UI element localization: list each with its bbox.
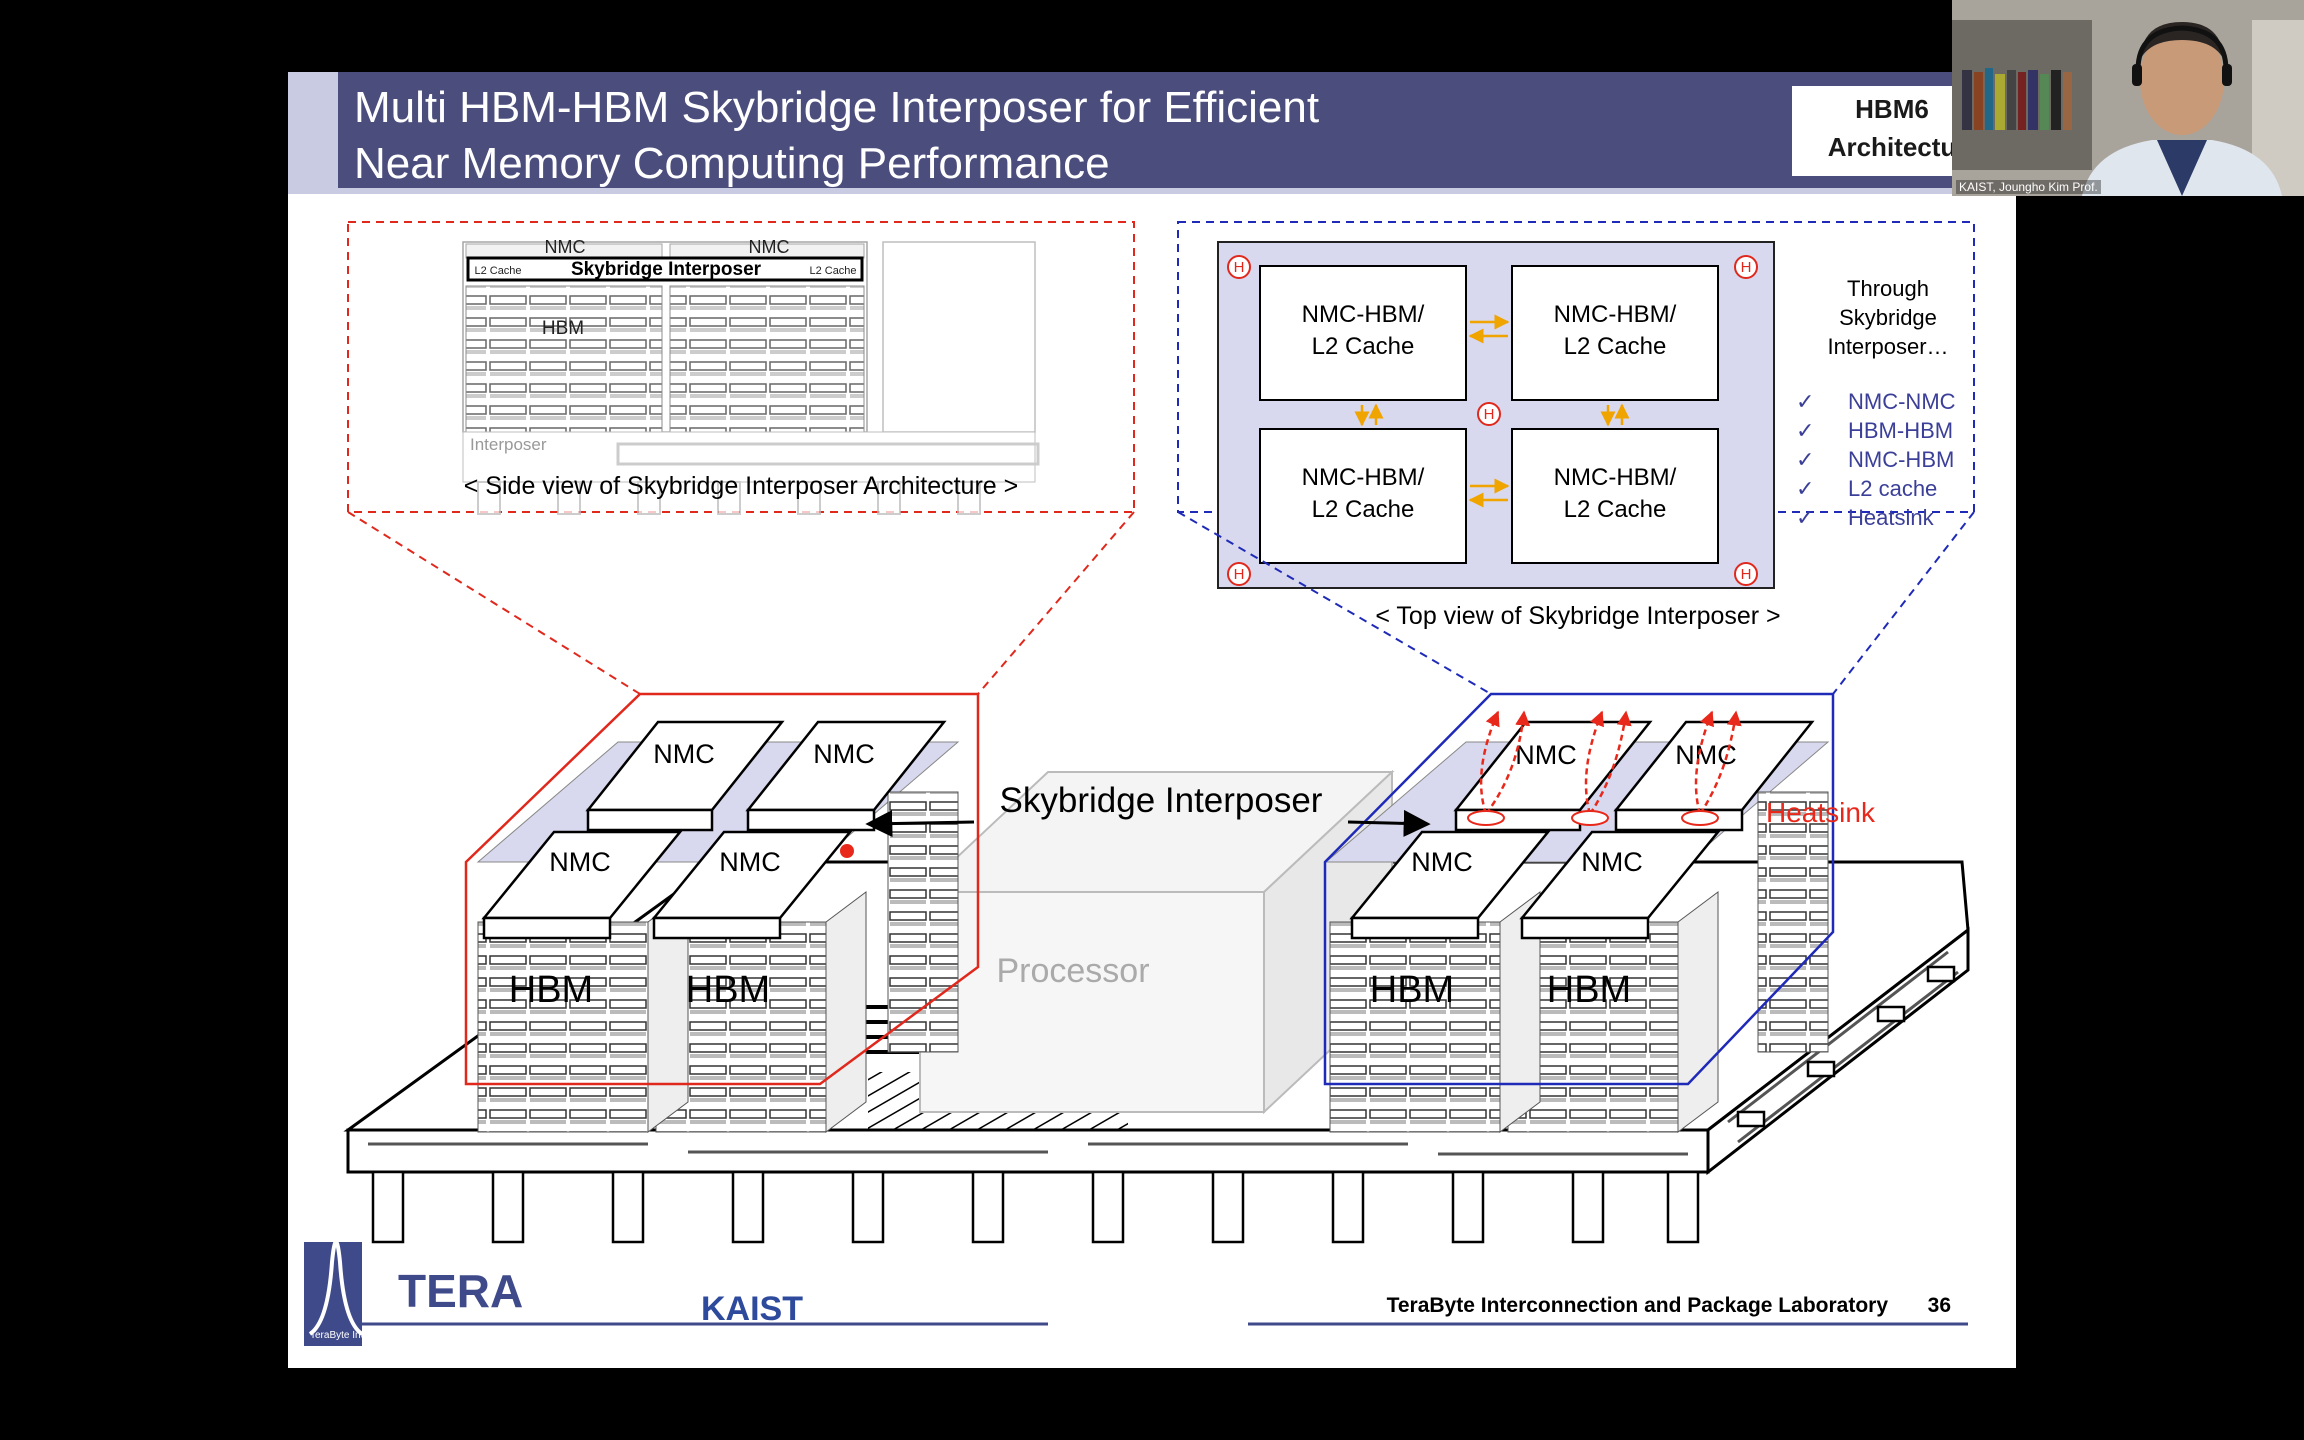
left-hbm-1: HBM [509,969,593,1011]
processor-label: Processor [996,952,1149,990]
tera-logo-sub: TeraByte Interconnection and Package Lab… [310,1330,532,1341]
side-view-frame [347,221,1135,513]
side-l2-1: L2 Cache [474,265,521,277]
top-block-1-line2: L2 Cache [1312,333,1415,360]
h-marker-3: H [1484,406,1495,423]
check-item-2: HBM-HBM [1848,418,1953,443]
webcam-overlay: KAIST, Joungho Kim Prof. [1952,0,2304,196]
svg-text:Interposer…: Interposer… [1827,334,1948,359]
check-2: ✓ [1796,418,1814,443]
top-block-4-line1: NMC-HBM/ [1554,464,1677,491]
side-hbm-label: HBM [542,318,584,339]
side-view-caption: < Side view of Skybridge Interposer Arch… [464,472,1018,500]
footer-lab-name: TeraByte Interconnection and Package Lab… [1387,1294,1889,1317]
top-block-2 [1511,265,1719,401]
top-block-3 [1259,428,1467,564]
top-block-4 [1511,428,1719,564]
left-nmc-3: NMC [549,847,611,877]
h-marker-4: H [1234,566,1245,583]
svg-text:Skybridge: Skybridge [1839,305,1937,330]
svg-text:Through: Through [1847,276,1929,301]
check-1: ✓ [1796,389,1814,414]
left-hbm-2: HBM [686,969,770,1011]
check-4: ✓ [1796,476,1814,501]
skybridge-arrow-left [865,810,975,838]
left-nmc-1: NMC [653,739,715,769]
top-view-caption: < Top view of Skybridge Interposer > [1375,602,1780,630]
check-item-4: L2 cache [1848,476,1937,501]
skybridge-arrow-right [1347,809,1431,837]
footer: TERA TeraByte Interconnection and Packag… [304,1240,1968,1346]
left-hbm-cluster: HBM HBM NMC NMC NMC NMC [464,692,980,1133]
processor-die: Processor [917,769,1395,1115]
heatsink-markers: H H H H H [1227,255,1758,586]
check-item-1: NMC-NMC [1848,389,1956,414]
top-block-2-line1: NMC-HBM/ [1554,301,1677,328]
top-block-3-line1: NMC-HBM/ [1302,464,1425,491]
right-hbm-cluster: HBM HBM NMC NMC NMC NMC [1323,692,1876,1133]
skybridge-callout: Skybridge Interposer [1000,781,1323,820]
side-skybridge-label: Skybridge Interposer [571,259,762,280]
side-nmc-1: NMC [545,237,586,257]
right-hbm-2: HBM [1547,969,1631,1011]
webcam-figure [1952,0,2304,196]
right-nmc-3: NMC [1411,847,1473,877]
webcam-label: KAIST, Joungho Kim Prof. [1956,180,2101,194]
left-cluster-frame [464,692,980,1086]
laser-pointer [840,844,854,858]
tera-logo-text: TERA [398,1265,523,1317]
top-block-1-line1: NMC-HBM/ [1302,301,1425,328]
right-nmc-1: NMC [1515,740,1577,770]
slide: Multi HBM-HBM Skybridge Interposer for E… [288,72,2016,1368]
check-item-5: Heatsink [1848,505,1935,530]
left-nmc-4: NMC [719,847,781,877]
title-accent [288,72,338,188]
right-hbm-1: HBM [1370,969,1454,1011]
checklist: ✓ NMC-NMC ✓ HBM-HBM ✓ NMC-HBM ✓ L2 cache… [1796,389,1956,530]
top-block-4-line2: L2 Cache [1564,496,1667,523]
heatsink-label: Heatsink [1766,797,1876,828]
top-block-3-line2: L2 Cache [1312,496,1415,523]
side-nmc-2: NMC [749,237,790,257]
side-skybridge-bar [466,256,864,282]
h-marker-1: H [1234,259,1245,276]
heatsink-arrows [1479,710,1742,815]
through-label: Through Skybridge Interposer… [1827,276,1948,359]
top-block-1 [1259,265,1467,401]
kaist-logo: KAIST [701,1290,803,1328]
right-cluster-frame [1323,692,1835,1086]
check-3: ✓ [1796,447,1814,472]
h-marker-2: H [1741,259,1752,276]
slide-diagram: NMC NMC L2 Cache L2 Cache Skybridge Inte… [304,221,1975,1346]
check-5: ✓ [1796,505,1814,530]
page-number: 36 [1928,1294,1951,1317]
section-badge-label: HBM6 Architectu [1827,94,1957,162]
h-marker-5: H [1741,566,1752,583]
side-interposer-label: Interposer [470,435,547,454]
right-nmc-4: NMC [1581,847,1643,877]
side-l2-2: L2 Cache [809,265,856,277]
top-view-arrows [1354,314,1630,508]
title-rule [288,188,2016,194]
left-nmc-2: NMC [813,739,875,769]
top-block-2-line2: L2 Cache [1564,333,1667,360]
slide-title: Multi HBM-HBM Skybridge Interposer for E… [354,83,1320,188]
check-item-3: NMC-HBM [1848,447,1954,472]
